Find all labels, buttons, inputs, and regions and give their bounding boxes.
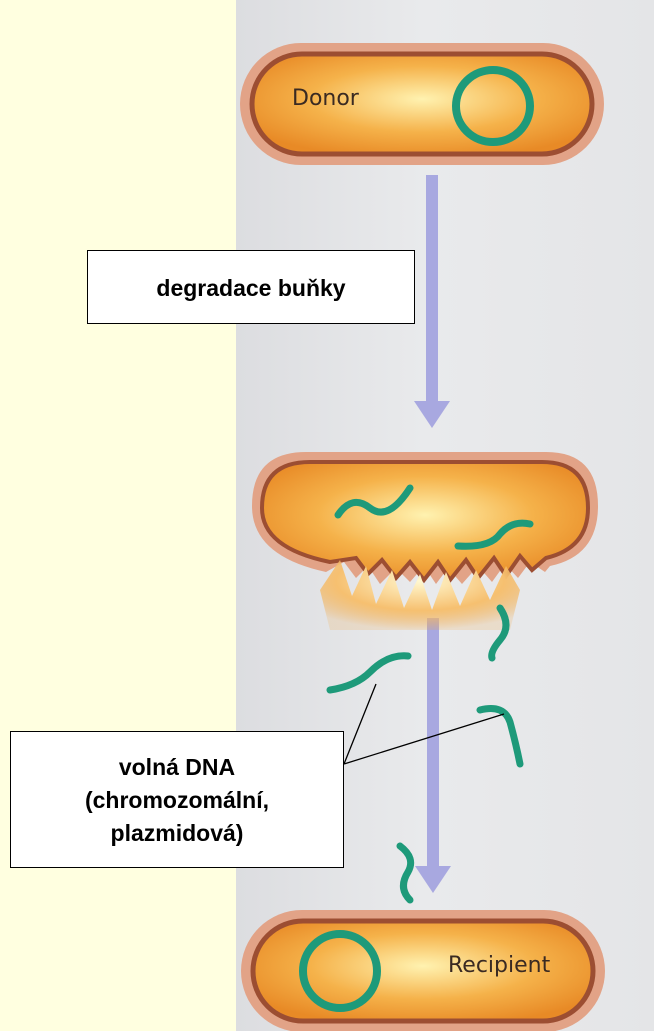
recipient-cell [241, 910, 605, 1031]
free-dna-line-2: (chromozomální, [11, 784, 343, 817]
arrow-transfer [415, 618, 451, 893]
free-dna-fragments [330, 608, 520, 900]
free-dna-line-3: plazmidová) [11, 817, 343, 850]
callout-free-dna: volná DNA (chromozomální, plazmidová) [10, 731, 344, 868]
callout-pointer-lines [344, 684, 504, 764]
callout-cell-degradation: degradace buňky [87, 250, 415, 324]
recipient-label: Recipient [448, 953, 550, 978]
free-dna-line-1: volná DNA [11, 751, 343, 784]
lysing-cell [252, 452, 598, 630]
donor-label: Donor [292, 86, 359, 111]
arrow-degradation [414, 175, 450, 428]
